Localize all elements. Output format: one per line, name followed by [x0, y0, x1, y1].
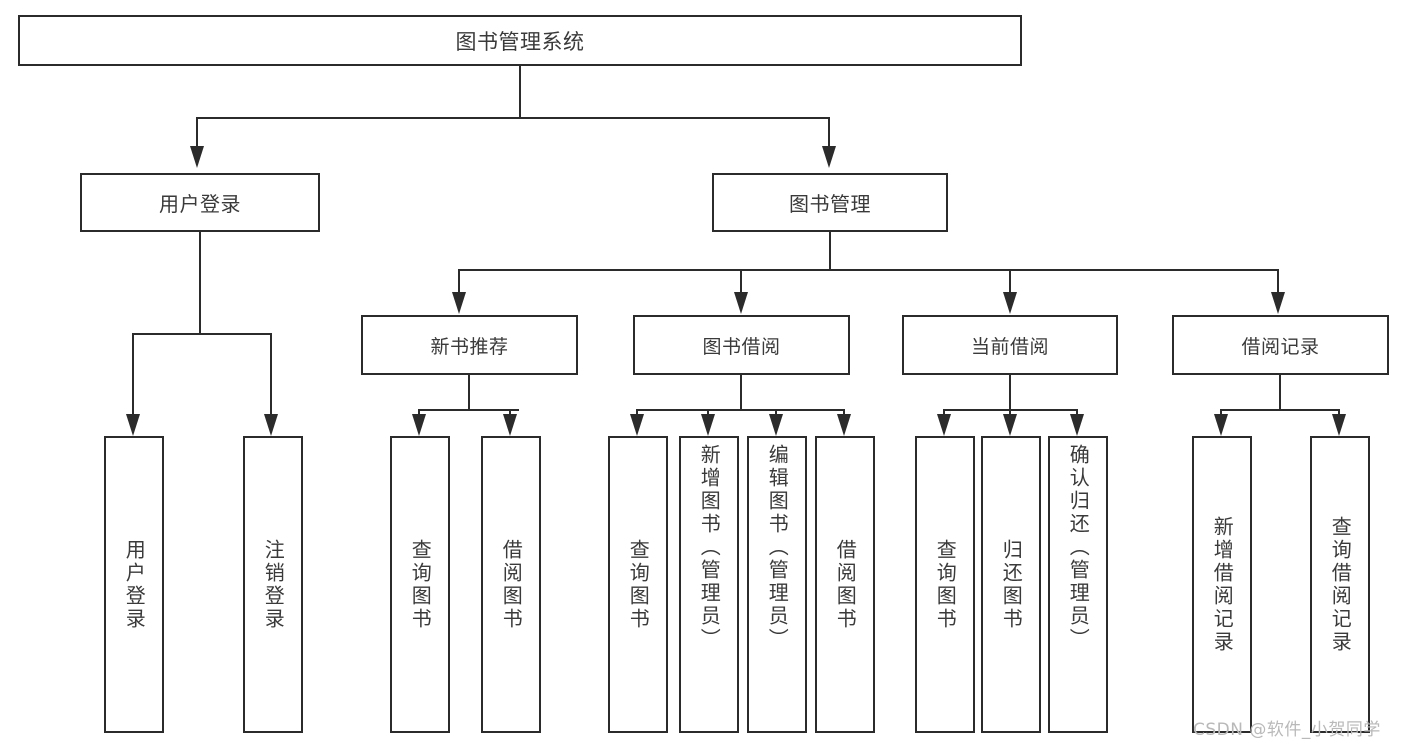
- edge-current-borrow-stem: [1009, 375, 1011, 410]
- leaf-logout[interactable]: 注销登录: [243, 436, 303, 733]
- arrowhead-leaf-user-login: [126, 414, 140, 436]
- node-current-borrow[interactable]: 当前借阅: [902, 315, 1118, 375]
- edge-root-stem: [519, 66, 521, 118]
- edge-to-book-borrow: [740, 269, 742, 293]
- arrowhead-leaf-return-book: [1003, 414, 1017, 436]
- edge-new-book-rec-bar: [418, 409, 519, 411]
- edge-bb-leaf3: [775, 409, 777, 417]
- leaf-return-book[interactable]: 归还图书: [981, 436, 1041, 733]
- edge-br-leaf2: [1338, 409, 1340, 417]
- edge-bb-leaf4: [843, 409, 845, 417]
- arrowhead-current-borrow: [1003, 292, 1017, 314]
- edge-user-login-stem: [199, 232, 201, 334]
- arrowhead-book-manage: [822, 146, 836, 168]
- edge-to-new-book-rec: [458, 269, 460, 293]
- node-new-book-recommend[interactable]: 新书推荐: [361, 315, 578, 375]
- edge-book-borrow-bar: [636, 409, 844, 411]
- leaf-confirm-return-admin[interactable]: 确认归还（管理员）: [1048, 436, 1108, 733]
- arrowhead-leaf-edit-book: [769, 414, 783, 436]
- edge-borrow-record-bar: [1220, 409, 1340, 411]
- edge-level2-bar: [458, 269, 1278, 271]
- edge-to-current-borrow: [1009, 269, 1011, 293]
- edge-cb-leaf3: [1076, 409, 1078, 417]
- edge-new-book-rec-stem: [468, 375, 470, 410]
- edge-user-login-bar: [132, 333, 272, 335]
- edge-bb-leaf1: [636, 409, 638, 417]
- arrowhead-user-login: [190, 146, 204, 168]
- edge-user-login-leaf1: [132, 333, 134, 415]
- edge-nbr-leaf1: [418, 409, 420, 417]
- leaf-borrow-book[interactable]: 借阅图书: [815, 436, 875, 733]
- arrowhead-leaf-query-record: [1332, 414, 1346, 436]
- node-borrow-record[interactable]: 借阅记录: [1172, 315, 1389, 375]
- leaf-user-login[interactable]: 用户登录: [104, 436, 164, 733]
- arrowhead-leaf-borrow-book-1: [503, 414, 517, 436]
- arrowhead-leaf-confirm-return: [1070, 414, 1084, 436]
- arrowhead-leaf-query-book-2: [630, 414, 644, 436]
- edge-book-manage-stem: [829, 232, 831, 270]
- node-root-system[interactable]: 图书管理系统: [18, 15, 1022, 66]
- edge-br-leaf1: [1220, 409, 1222, 417]
- edge-to-user-login: [196, 117, 198, 147]
- leaf-add-book-admin[interactable]: 新增图书（管理员）: [679, 436, 739, 733]
- edge-to-borrow-record: [1277, 269, 1279, 293]
- edge-user-login-leaf2: [270, 333, 272, 415]
- arrowhead-leaf-add-book: [701, 414, 715, 436]
- node-book-management[interactable]: 图书管理: [712, 173, 948, 232]
- edge-nbr-leaf2: [509, 409, 511, 417]
- arrowhead-leaf-query-book-1: [412, 414, 426, 436]
- leaf-borrow-book-new-rec[interactable]: 借阅图书: [481, 436, 541, 733]
- arrowhead-leaf-add-record: [1214, 414, 1228, 436]
- arrowhead-leaf-borrow-book-2: [837, 414, 851, 436]
- arrowhead-leaf-logout: [264, 414, 278, 436]
- leaf-query-book-current[interactable]: 查询图书: [915, 436, 975, 733]
- arrowhead-leaf-query-book-3: [937, 414, 951, 436]
- edge-to-book-manage: [828, 117, 830, 147]
- leaf-query-book-new-rec[interactable]: 查询图书: [390, 436, 450, 733]
- arrowhead-borrow-record: [1271, 292, 1285, 314]
- leaf-add-borrow-record[interactable]: 新增借阅记录: [1192, 436, 1252, 733]
- edge-cb-leaf1: [943, 409, 945, 417]
- edge-level1-bar: [196, 117, 830, 119]
- arrowhead-new-book-rec: [452, 292, 466, 314]
- leaf-query-borrow-record[interactable]: 查询借阅记录: [1310, 436, 1370, 733]
- node-user-login[interactable]: 用户登录: [80, 173, 320, 232]
- edge-book-borrow-stem: [740, 375, 742, 410]
- edge-borrow-record-stem: [1279, 375, 1281, 410]
- arrowhead-book-borrow: [734, 292, 748, 314]
- leaf-query-book-borrow[interactable]: 查询图书: [608, 436, 668, 733]
- node-book-borrow[interactable]: 图书借阅: [633, 315, 850, 375]
- edge-bb-leaf2: [707, 409, 709, 417]
- edge-cb-leaf2: [1009, 409, 1011, 417]
- csdn-watermark: CSDN @软件_小贺同学: [1193, 720, 1381, 740]
- leaf-edit-book-admin[interactable]: 编辑图书（管理员）: [747, 436, 807, 733]
